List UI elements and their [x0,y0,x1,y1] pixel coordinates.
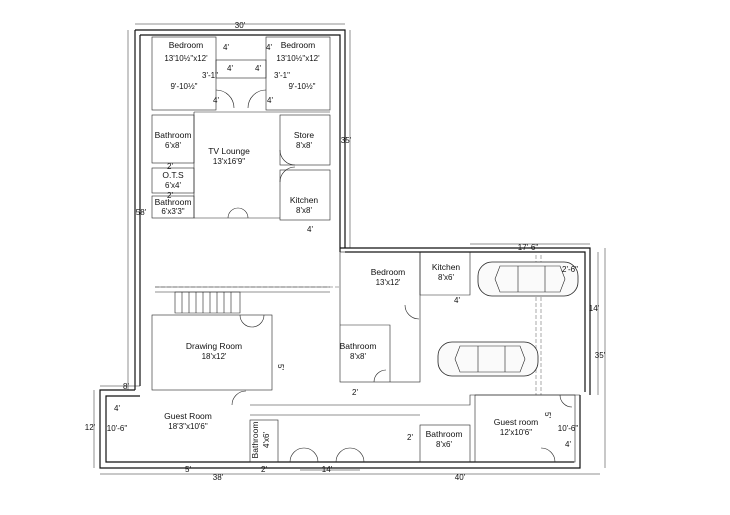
room-size: 13'x16'9" [213,157,245,166]
dim-bath-2-b: 2' [167,191,173,200]
room-name: Bathroom [155,130,192,140]
room-name: Bathroom [426,429,463,439]
dim-corridor-4-b: 4' [255,64,261,73]
dim-bottom-right: 40' [455,473,466,482]
car-icon [477,261,579,297]
room-size: 8'x8' [350,352,366,361]
dim-bed-9-r: 9'-10½" [288,82,315,91]
outer-walls [99,29,591,469]
dim-garage-width: 17'-6" [518,243,539,252]
room-bathroom-vertical: Bathroom 4'x6' [250,422,271,459]
room-bathroom-small: Bathroom 6'x3'3" [155,197,192,216]
room-name: Bedroom [169,40,204,50]
dimension-lines [93,23,606,475]
staircase [174,291,241,314]
dim-kitchen-r-4: 4' [454,296,460,305]
room-size: 6'x4' [165,181,181,190]
dim-guest-10-6: 10'-6" [107,424,128,433]
dim-wc-2-side: 2' [407,433,413,442]
room-bathroom-right: Bathroom 8'x8' [340,341,377,361]
room-size: 13'10½"x12' [276,54,320,63]
dim-left-ext-width: 8' [123,382,129,391]
dim-bed-3-1-l: 3'-1" [202,71,218,80]
room-size: 8'x8' [296,141,312,150]
room-guest-room-right: Guest room 12'x10'6" [494,417,538,437]
dim-bath-2-a: 2' [167,162,173,171]
room-guest-room-left: Guest Room 18'3"x10'6" [164,411,212,431]
room-size: 8'x8' [296,206,312,215]
dim-gr-5: 5' [543,412,552,418]
doors [215,89,573,463]
room-bedroom-right: Bedroom 13'10½"x12' [276,40,320,63]
room-name: Kitchen [290,195,319,205]
room-name: Guest Room [164,411,212,421]
dim-bed-4-top-l: 4' [223,43,229,52]
room-name: TV Lounge [208,146,250,156]
dim-bed-4-top-r: 4' [266,43,272,52]
dim-gr-4: 4' [565,440,571,449]
room-bedroom-right-wing: Bedroom 13'x12' [371,267,406,287]
room-name: Drawing Room [186,341,242,351]
room-size: 13'10½"x12' [164,54,208,63]
dim-kitchen-4: 4' [307,225,313,234]
dimension-labels: 30' 58' 35' 38' 40' 17'-6" 14' 35' 8' 12… [85,21,606,482]
room-name: O.T.S [162,170,184,180]
dim-right-height: 35' [595,351,606,360]
dim-top-width: 30' [235,21,246,30]
room-name: Bedroom [281,40,316,50]
room-bathroom-top: Bathroom 6'x8' [155,130,192,150]
room-bathroom-bottom: Bathroom 8'x6' [426,429,463,449]
room-name: Bedroom [371,267,406,277]
room-size: 8'x6' [436,440,452,449]
room-size: 4'x6' [262,432,271,448]
dim-bottom-left: 38' [213,473,224,482]
room-name: Guest room [494,417,538,427]
room-size: 8'x6' [438,273,454,282]
dim-left-height: 58' [136,208,147,217]
room-size: 6'x8' [165,141,181,150]
room-name: Bathroom [340,341,377,351]
room-size: 18'x12' [202,352,227,361]
room-size: 6'x3'3" [161,207,184,216]
room-size: 18'3"x10'6" [168,422,208,431]
room-store: Store 8'x8' [294,130,315,150]
room-size: 13'x12' [376,278,401,287]
dim-bed-3-1-r: 3'-1" [274,71,290,80]
dim-guest-5: 5' [185,465,191,474]
interior-walls-upper [151,36,331,391]
dim-corridor-4-a: 4' [227,64,233,73]
dim-door-14: 14' [322,465,333,474]
room-bedroom-left: Bedroom 13'10½"x12' [164,40,208,63]
room-name: Kitchen [432,262,461,272]
dim-bath-r-2: 2' [352,388,358,397]
room-kitchen-right: Kitchen 8'x6' [432,262,461,282]
dim-bed-4-low-l: 4' [213,96,219,105]
interior-walls-right [155,251,580,463]
room-kitchen-top: Kitchen 8'x8' [290,195,319,215]
dim-guest-4: 4' [114,404,120,413]
car-icon [437,341,539,377]
dim-bed-9-l: 9'-10½" [170,82,197,91]
dim-bed-4-low-r: 4' [267,96,273,105]
room-name: Bathroom [250,422,260,459]
dim-gr-10-6: 10'-6" [558,424,579,433]
dim-garage-height: 14' [589,304,600,313]
dim-car-2-6: 2'-6" [562,265,578,274]
dim-mid-height: 35' [341,136,352,145]
room-name: Store [294,130,315,140]
room-size: 12'x10'6" [500,428,532,437]
room-drawing-room: Drawing Room 18'x12' [186,341,242,361]
dim-wc-2: 2' [261,465,267,474]
room-tv-lounge: TV Lounge 13'x16'9" [208,146,250,166]
room-ots: O.T.S 6'x4' [162,170,184,190]
room-name: Bathroom [155,197,192,207]
dim-drawing-5: 5' [276,364,285,370]
dim-left-ext-height: 12' [85,423,96,432]
